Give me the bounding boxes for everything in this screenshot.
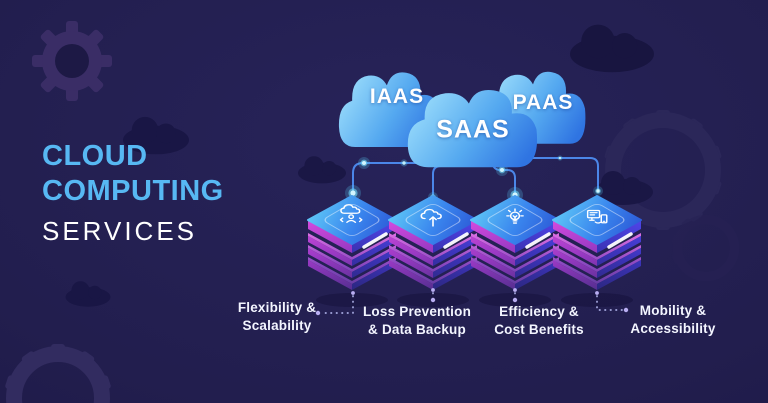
dark-cloud bbox=[570, 24, 654, 73]
cloud-label-paas: PAAS bbox=[512, 91, 574, 114]
service-label-line2: & Data Backup bbox=[368, 322, 466, 337]
service-label-line1: Loss Prevention bbox=[362, 304, 472, 319]
mobility-icon bbox=[586, 209, 608, 224]
dark-cloud bbox=[123, 116, 189, 155]
platform-backup bbox=[388, 195, 478, 307]
gear-icon bbox=[671, 214, 740, 282]
dotted-connector bbox=[321, 292, 623, 314]
dark-cloud bbox=[593, 171, 653, 205]
glow-dot bbox=[557, 155, 563, 161]
glow-dot bbox=[358, 157, 370, 169]
gear-icon bbox=[5, 344, 111, 403]
cloud-label-saas: SAAS bbox=[436, 115, 510, 144]
dark-cloud bbox=[65, 281, 111, 307]
glow-dot bbox=[400, 159, 408, 167]
glow-dot bbox=[593, 186, 603, 196]
dotted-connector-endpoints bbox=[315, 288, 629, 316]
cloud-saas bbox=[407, 89, 538, 168]
service-label-line1: Efficiency & bbox=[499, 304, 579, 319]
service-label-mobility: Mobility & Accessibility bbox=[630, 302, 715, 338]
platform-mobility bbox=[552, 195, 642, 307]
service-label-backup: Loss Prevention & Data Backup bbox=[363, 303, 471, 339]
service-label-line2: Accessibility bbox=[630, 321, 716, 336]
service-label-line2: Scalability bbox=[242, 318, 312, 333]
platform-flexibility bbox=[307, 195, 397, 307]
title-line-services: SERVICES bbox=[42, 216, 198, 246]
cloud-label-iaas: IAAS bbox=[369, 85, 425, 108]
platform-efficiency bbox=[470, 195, 560, 307]
service-label-line1: Flexibility & bbox=[237, 300, 317, 315]
title-line-cloud: CLOUD bbox=[42, 140, 148, 172]
title-line-computing: COMPUTING bbox=[42, 175, 224, 207]
page-title: CLOUD COMPUTING SERVICES bbox=[42, 139, 224, 247]
service-label-flexibility: Flexibility & Scalability bbox=[238, 299, 316, 335]
dark-cloud bbox=[298, 156, 346, 184]
service-label-line2: Cost Benefits bbox=[494, 322, 584, 337]
cloud-backup-icon bbox=[420, 208, 442, 227]
gear-icon bbox=[32, 21, 112, 101]
lightbulb-icon bbox=[506, 208, 524, 224]
service-label-line1: Mobility & bbox=[639, 303, 707, 318]
scalability-icon bbox=[339, 204, 363, 223]
service-label-efficiency: Efficiency & Cost Benefits bbox=[494, 303, 584, 339]
